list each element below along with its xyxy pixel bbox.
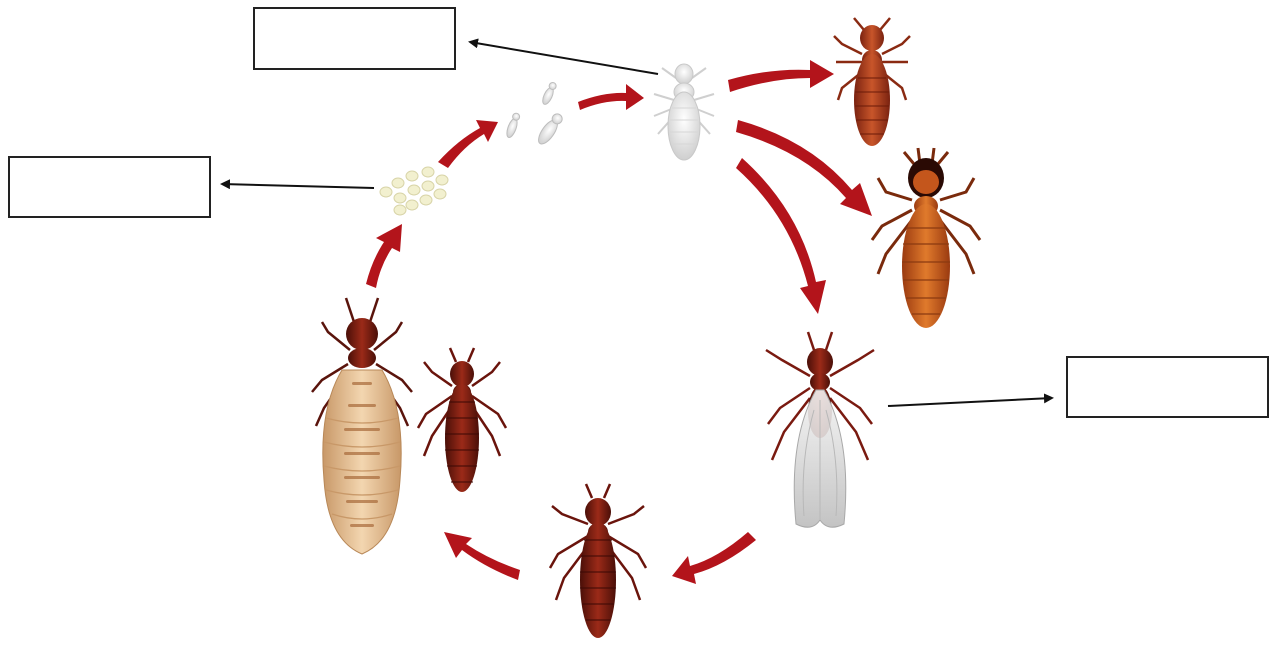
pointer-eggs-to-left-box [222,184,374,188]
pointer-alate-to-right-box [888,398,1052,406]
arrow-eggs-to-young-nymphs [438,120,498,168]
winged-alate-icon [766,332,874,527]
queen-termite-icon [312,298,412,554]
arrow-alate-to-dealate [672,532,756,584]
pointer-nymph-to-top-box [470,42,658,74]
nymph-icon [654,64,714,160]
arrow-nymph-to-alate [736,158,826,314]
young-nymph-icon [505,81,565,147]
arrow-queen-to-eggs [366,224,402,288]
label-box-left[interactable] [8,156,211,218]
arrow-young-to-nymph [578,84,644,110]
label-box-top[interactable] [253,7,456,70]
soldier-termite-icon [872,148,980,328]
arrow-nymph-to-worker [728,60,834,92]
label-box-right[interactable] [1066,356,1269,418]
dealate-termite-icon [550,484,646,638]
arrow-dealate-to-queen [444,532,520,580]
worker-termite-icon [834,18,910,146]
egg-cluster-icon [380,167,448,215]
arrow-nymph-to-soldier [736,120,872,216]
king-termite-icon [418,348,506,492]
